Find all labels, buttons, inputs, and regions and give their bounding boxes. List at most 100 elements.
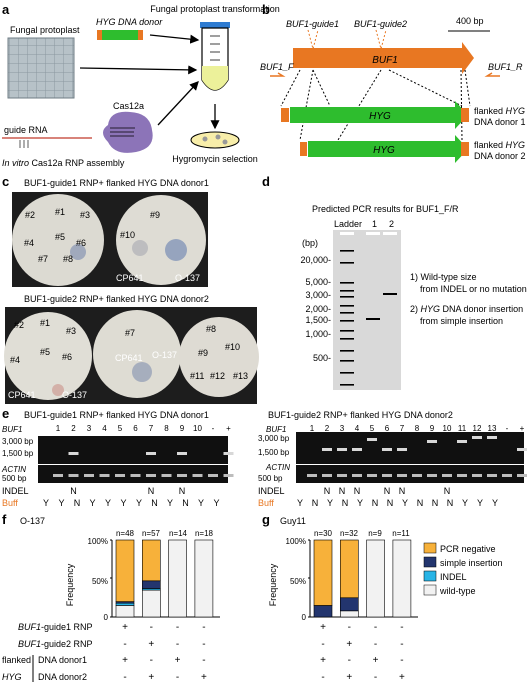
condition-mark: -: [374, 672, 377, 683]
legend-swatch: [423, 542, 437, 554]
ladder-band: [340, 262, 354, 264]
fwd-primer-label: BUF1_F: [260, 62, 294, 72]
lane-label: 13: [488, 424, 497, 433]
f-bars: [115, 539, 214, 618]
buf1-label: BUF1: [372, 55, 398, 66]
svg-text:#3: #3: [66, 326, 76, 336]
indel-mark: N: [148, 486, 155, 496]
plate-3: [4, 312, 92, 400]
bar-segment-INDEL: [115, 602, 135, 606]
panel-label-d: d: [262, 174, 270, 189]
actin-band: [427, 474, 437, 477]
svg-text:0: 0: [302, 613, 307, 622]
condition-mark: -: [374, 639, 377, 650]
svg-text:Guy11: Guy11: [280, 516, 306, 526]
bar-segment-PCR-negative: [115, 539, 135, 602]
indel-mark: N: [354, 486, 361, 496]
condition-mark: -: [321, 639, 324, 650]
condition-mark: -: [123, 639, 126, 650]
lane-label: 4: [355, 424, 360, 433]
condition-mark: +: [346, 672, 352, 683]
svg-text:CP641: CP641: [115, 353, 143, 363]
condition-mark: +: [346, 639, 352, 650]
panel-label-e: e: [2, 406, 9, 421]
buff-mark: Y: [105, 498, 111, 508]
svg-text:n=9: n=9: [368, 529, 382, 538]
bar-segment-wild-type: [194, 539, 214, 618]
lane-label: 11: [458, 424, 467, 433]
svg-text:O-137: O-137: [175, 273, 200, 283]
buff-mark: Y: [213, 498, 219, 508]
buf1-band: [397, 448, 407, 451]
lane-label: 6: [133, 424, 138, 433]
panel-label-a: a: [2, 2, 10, 17]
svg-text:3,000 bp: 3,000 bp: [258, 434, 290, 443]
actin-band: [337, 474, 347, 477]
legend-swatch: [423, 570, 437, 582]
ladder-band: [340, 372, 354, 374]
condition-mark: -: [176, 639, 179, 650]
lane-label: 5: [370, 424, 375, 433]
condition-mark: -: [348, 655, 351, 666]
gel2-buf1: [296, 432, 524, 464]
svg-text:n=57: n=57: [142, 529, 161, 538]
condition-mark: -: [202, 622, 205, 633]
buf1-band: [382, 448, 392, 451]
svg-text:n=11: n=11: [392, 529, 410, 538]
svg-text:50%: 50%: [290, 577, 306, 586]
bar-segment-wild-type: [392, 539, 412, 618]
bar-segment-wild-type: [115, 605, 135, 618]
legend-label: INDEL: [440, 572, 467, 582]
e-title2: BUF1-guide2 RNP+ flanked HYG DNA donor2: [268, 410, 453, 420]
condition-mark: +: [122, 655, 128, 666]
svg-text:50%: 50%: [92, 577, 108, 586]
svg-text:HYG: HYG: [369, 111, 391, 122]
actin-band: [130, 474, 141, 477]
guide1-label: BUF1-guide1: [286, 19, 339, 29]
predicted-gel: [333, 230, 401, 390]
condition-mark: +: [373, 655, 379, 666]
panel-b: b BUF1-guide1 BUF1-guide2 400 bp BUF1 BU…: [260, 2, 526, 163]
lane-label: 10: [443, 424, 452, 433]
indel-mark: N: [399, 486, 406, 496]
actin-band: [457, 474, 467, 477]
condition-mark: -: [400, 622, 403, 633]
actin-band: [99, 474, 110, 477]
actin-band: [177, 474, 187, 477]
svg-text:ACTIN: ACTIN: [265, 463, 290, 472]
note2a: 2) HYG DNA donor insertion: [410, 304, 523, 314]
svg-text:n=30: n=30: [314, 529, 333, 538]
guide2-label: BUF1-guide2: [354, 19, 407, 29]
buff-mark: Y: [89, 498, 95, 508]
panel-a: a Fungal protoplast HYG DNA donor Fungal…: [2, 2, 280, 168]
indel-mark: N: [384, 486, 391, 496]
rev-primer-label: BUF1_R: [488, 62, 523, 72]
panel-label-f: f: [2, 512, 7, 527]
ladder-band: [340, 296, 354, 298]
e-title1: BUF1-guide1 RNP+ flanked HYG DNA donor1: [24, 410, 209, 420]
donor1-construct: HYG: [281, 101, 469, 129]
ladder-band: [340, 350, 354, 352]
svg-text:HYG: HYG: [373, 145, 395, 156]
actin-band: [115, 474, 125, 477]
buff-mark: Y: [136, 498, 142, 508]
actin-band: [53, 474, 63, 477]
actin-band: [192, 474, 203, 477]
panel-g: g Guy11 Frequency 100% 50% 0 n=30 n=32 n…: [262, 512, 503, 683]
svg-text:#8: #8: [206, 324, 216, 334]
svg-text:#9: #9: [198, 348, 208, 358]
actin-band: [472, 474, 482, 477]
svg-text:1) Wild-type size: 1) Wild-type size: [410, 272, 477, 282]
gel1-buf1: [38, 436, 228, 464]
lane-label: 2: [71, 424, 76, 433]
svg-text:#7: #7: [38, 254, 48, 264]
svg-text:100%: 100%: [286, 537, 306, 546]
svg-text:CP641: CP641: [116, 273, 144, 283]
plate-4: [93, 310, 181, 398]
svg-text:O-137: O-137: [152, 350, 177, 360]
svg-text:n=48: n=48: [116, 529, 135, 538]
buff-mark: N: [182, 498, 189, 508]
condition-mark: +: [320, 655, 326, 666]
